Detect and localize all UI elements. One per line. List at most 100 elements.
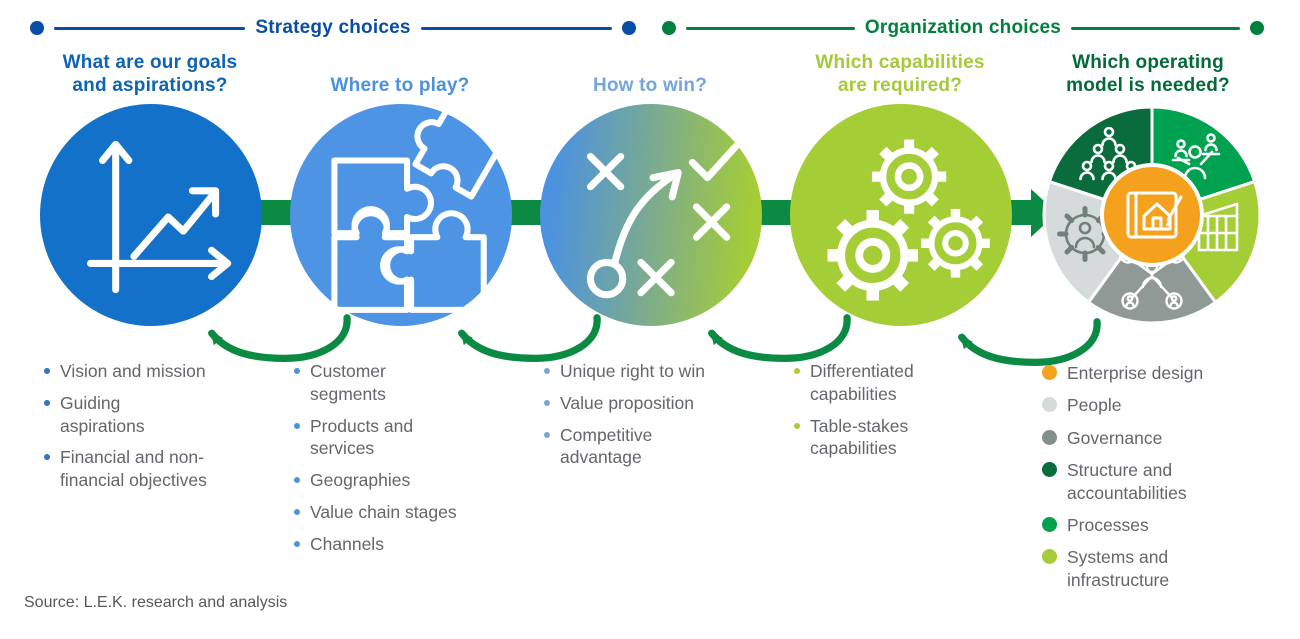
bullet-text: Differentiated capabilities [810,361,914,404]
bullet-text: Vision and mission [60,361,206,381]
operating-model-legend: Enterprise design People Governance Stru… [1042,362,1288,601]
gears-icon [790,104,1012,326]
operating-model-pie-icon [1042,105,1262,325]
source-note: Source: L.E.K. research and analysis [24,594,288,611]
list-item: Competitive advantage [544,424,764,470]
legend-item: People [1042,394,1288,416]
section-rule [54,26,246,30]
section-endpoint-dot [30,21,44,35]
legend-dot [1042,429,1057,445]
bullet-dot [544,399,550,406]
bullet-text: Value chain stages [310,501,457,522]
bullet-text: Products and services [310,415,414,459]
bullet-list-capabilities: Differentiated capabilities Table-stakes… [794,360,1004,469]
list-item: Differentiated capabilities [794,360,1004,406]
legend-item: Governance [1042,427,1288,449]
legend-label: Governance [1067,427,1163,448]
legend-label: People [1067,395,1122,416]
bullet-text: Table-stakes capabilities [810,415,909,459]
bullet-dot [794,368,800,374]
bullet-dot [294,508,300,515]
bullet-dot [544,368,550,374]
list-item: Customer segments [294,360,514,406]
list-item: Products and services [294,415,514,461]
circle-operating-model [1041,104,1263,326]
legend-label: Processes [1067,514,1149,535]
list-item: Financial and non- financial objectives [44,446,264,492]
bullet-text: Guiding aspirations [60,392,145,436]
section-endpoint-dot [1250,21,1264,35]
people-pyramid-icon [1079,126,1139,181]
strategy-section-label: Strategy choices [255,17,411,38]
circle-goals [40,104,262,326]
bullet-text: Customer segments [310,361,386,404]
bullet-text: Channels [310,533,384,554]
question-capabilities: Which capabilities are required? [815,52,985,96]
bullet-text: Competitive advantage [560,424,653,468]
list-item: Value chain stages [294,501,514,524]
legend-item: Structure and accountabilities [1042,459,1288,504]
organization-section-header: Organization choices [662,17,1264,39]
organization-section-label: Organization choices [864,17,1062,38]
puzzle-icon [331,105,507,313]
section-rule [1071,26,1240,30]
legend-dot [1042,549,1057,565]
legend-dot [1042,462,1057,478]
feedback-arrow-icon [458,314,601,362]
list-item: Unique right to win [544,360,764,383]
strategy-section-header: Strategy choices [30,17,637,39]
bullet-text: Geographies [310,470,411,490]
circle-where-to-play [290,104,512,326]
people-balance-icon [1171,133,1221,180]
question-operating-model: Which operating model is needed? [1066,52,1230,96]
enterprise-design-hub [1100,163,1204,267]
bullet-text: Value proposition [560,392,694,413]
legend-label: Systems and infrastructure [1067,547,1170,590]
circle-how-to-win [540,104,762,326]
section-endpoint-dot [622,21,637,35]
bullet-dot [294,422,300,429]
legend-dot [1042,365,1057,380]
bullet-dot [44,368,50,374]
legend-item: Enterprise design [1042,362,1288,384]
list-item: Value proposition [544,392,764,415]
feedback-arrow-icon [958,318,1101,366]
bullet-dot [44,454,50,461]
bullet-dot [794,422,800,429]
bullet-dot [294,368,300,374]
section-endpoint-dot [662,21,676,35]
circle-capabilities [790,104,1012,326]
list-item: Vision and mission [44,360,264,383]
bullet-list-how-to-win: Unique right to win Value proposition Co… [544,360,764,478]
bullet-text: Financial and non- financial objectives [60,447,207,490]
question-how-to-win: How to win? [592,75,708,96]
person-gear-icon [1057,206,1113,262]
bullet-dot [294,477,300,483]
building-icon [1197,202,1239,252]
question-goals: What are our goals and aspirations? [62,52,238,96]
list-item: Guiding aspirations [44,392,264,438]
legend-label: Structure and accountabilities [1067,460,1187,503]
question-where-to-play: Where to play? [330,75,470,96]
list-item: Geographies [294,469,514,492]
legend-item: Systems and infrastructure [1042,546,1288,591]
legend-dot [1042,516,1057,532]
legend-label: Enterprise design [1067,363,1204,383]
section-rule [420,26,613,30]
list-item: Channels [294,533,514,556]
section-rule [686,26,855,30]
bullet-dot [44,399,50,406]
legend-item: Processes [1042,514,1288,536]
bullet-list-where-to-play: Customer segments Products and services … [294,360,514,564]
strategy-play-icon [586,142,740,299]
list-item: Table-stakes capabilities [794,415,1004,461]
legend-dot [1042,397,1057,413]
feedback-arrow-icon [708,314,851,362]
line-chart-icon [86,140,232,294]
bullet-text: Unique right to win [560,361,705,381]
bullet-list-goals: Vision and mission Guiding aspirations F… [44,360,264,501]
bullet-dot [294,540,300,547]
feedback-arrow-icon [208,314,351,362]
pie-slice-governance [1087,213,1217,325]
